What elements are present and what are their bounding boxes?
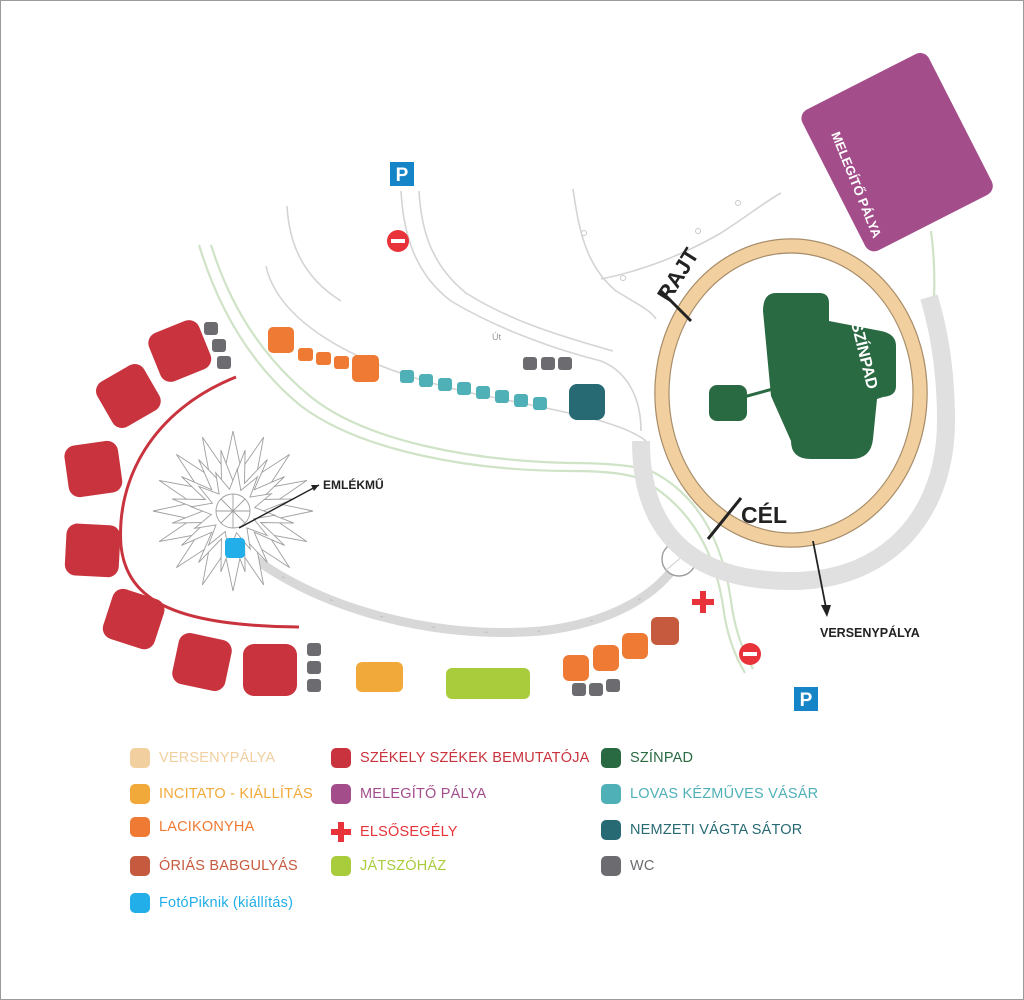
start-line — [659, 289, 693, 323]
legend-item-fotopiknik: FotóPiknik (kiállítás) — [130, 892, 293, 914]
szekely-chair — [243, 644, 297, 696]
track-pointer — [812, 540, 828, 614]
track-outer-road — [632, 294, 956, 591]
szekely-chair — [64, 523, 121, 578]
small-stage — [709, 385, 747, 421]
legend-label: VERSENYPÁLYA — [159, 750, 276, 766]
szekely-chair — [96, 364, 161, 429]
legend-swatch — [130, 748, 150, 768]
first-aid-cross-icon — [692, 591, 714, 613]
szekely-chairs — [64, 320, 297, 696]
legend-swatch — [601, 748, 621, 768]
road-markers — [581, 200, 741, 281]
legend-label: SZÍNPAD — [630, 750, 694, 766]
legend-item-lacikonyha: LACIKONYHA — [130, 816, 254, 838]
legend-item-melegito: MELEGÍTŐ PÁLYA — [331, 783, 486, 805]
legend-label: FotóPiknik (kiállítás) — [159, 895, 294, 911]
monument — [152, 430, 314, 592]
no-entry-icon — [739, 643, 761, 665]
legend-swatch — [331, 748, 351, 768]
szekely-chair — [64, 440, 123, 498]
legend-swatch — [130, 817, 150, 837]
legend-item-versenypalya: VERSENYPÁLYA — [130, 747, 275, 769]
szekely-chair — [148, 320, 212, 382]
finish-label: CÉL — [741, 501, 787, 528]
legend-label: LOVAS KÉZMŰVES VÁSÁR — [630, 786, 819, 802]
warm-up-arena — [801, 52, 993, 252]
legend-swatch — [130, 893, 150, 913]
legend-swatch — [331, 856, 351, 876]
monument-spoke — [220, 510, 234, 524]
legend-label: ÓRIÁS BABGULYÁS — [159, 858, 298, 874]
monument-spoke — [220, 498, 234, 512]
parking-icon: P — [390, 162, 414, 186]
incitato-exhibition — [356, 662, 403, 692]
legend-item-incitato: INCITATO - KIÁLLÍTÁS — [130, 783, 313, 805]
legend-swatch — [601, 856, 621, 876]
legend-label: WC — [630, 858, 655, 874]
race-track — [655, 239, 927, 547]
legend-label: ELSŐSEGÉLY — [360, 824, 458, 840]
legend-swatch — [130, 784, 150, 804]
walkway — [236, 542, 683, 638]
legend-swatch — [331, 784, 351, 804]
legend-item-elsosegely: ELSŐSEGÉLY — [331, 821, 458, 843]
legend-label: MELEGÍTŐ PÁLYA — [360, 786, 487, 802]
szekely-chair — [172, 633, 232, 692]
first-aid-cross-icon — [331, 822, 351, 842]
fotopiknik-exhibition — [225, 538, 245, 558]
monument-spoke — [232, 510, 246, 524]
legend-item-babgulyas: ÓRIÁS BABGULYÁS — [130, 855, 298, 877]
szekely-arc — [119, 375, 300, 629]
monument-label: EMLÉKMŰ — [323, 477, 384, 492]
svg-text:P: P — [800, 690, 813, 711]
legend-item-szekely: SZÉKELY SZÉKEK BEMUTATÓJA — [331, 747, 590, 769]
legend-label: LACIKONYHA — [159, 819, 255, 835]
stage — [763, 293, 896, 459]
monument-pointer — [238, 484, 320, 529]
nemzeti-vagta-tent — [569, 384, 605, 420]
svg-text:P: P — [396, 165, 409, 186]
legend-item-wc: WC — [601, 855, 655, 877]
track-label: VERSENYPÁLYA — [820, 625, 920, 640]
lacikonyha-stalls — [268, 327, 648, 681]
szekely-chair — [102, 588, 165, 650]
no-entry-icon — [387, 230, 409, 252]
legend-label: INCITATO - KIÁLLÍTÁS — [159, 786, 313, 802]
legend-label: NEMZETI VÁGTA SÁTOR — [630, 822, 803, 838]
legend-item-jatszohaz: JÁTSZÓHÁZ — [331, 855, 446, 877]
wc-blocks — [204, 322, 620, 696]
legend-swatch — [601, 820, 621, 840]
legend-item-lovas: LOVAS KÉZMŰVES VÁSÁR — [601, 783, 818, 805]
monument-spoke — [232, 498, 246, 512]
jatszohaz — [446, 668, 530, 699]
legend-swatch — [130, 856, 150, 876]
lovas-stalls — [400, 370, 547, 410]
road-label: Út — [492, 332, 501, 342]
legend-item-szinpad: SZÍNPAD — [601, 747, 693, 769]
legend-label: JÁTSZÓHÁZ — [360, 858, 447, 874]
legend-item-nemzeti: NEMZETI VÁGTA SÁTOR — [601, 819, 802, 841]
babgulyas-stall — [651, 617, 679, 645]
legend-swatch — [601, 784, 621, 804]
parking-icon: P — [794, 687, 818, 711]
finish-line — [706, 497, 743, 540]
legend-label: SZÉKELY SZÉKEK BEMUTATÓJA — [360, 750, 590, 766]
